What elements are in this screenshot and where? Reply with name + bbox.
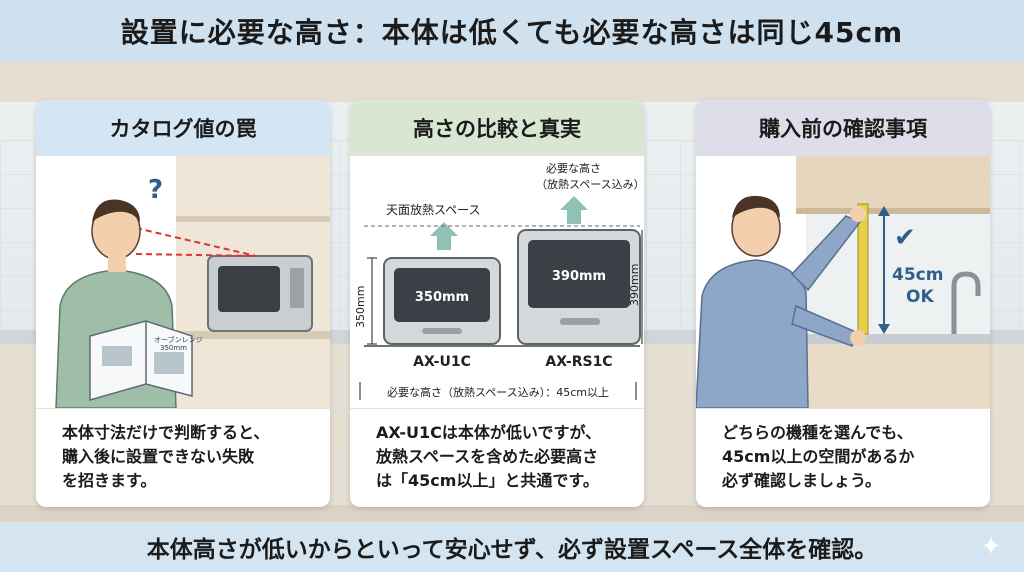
up-arrow-icon	[430, 222, 458, 250]
microwave-ax-rs1c: 390mm	[517, 229, 641, 345]
footer-message: 本体高さが低いからといって安心せず、必ず設置スペース全体を確認。	[146, 537, 878, 563]
up-arrow-icon	[560, 196, 588, 224]
panel-caption: AX-U1Cは本体が低いですが、 放熱スペースを含めた必要高さ は「45cm以上…	[350, 408, 644, 507]
person-illustration	[696, 195, 866, 408]
microwave-ax-u1c: 350mm	[383, 257, 501, 345]
panel-height-comparison: 高さの比較と真実 必要な高さ （放熱スペース込み） 天面放熱スペース 350mm	[350, 100, 644, 507]
model-label-left: AX-U1C	[413, 354, 471, 370]
footer-bar: 本体高さが低いからといって安心せず、必ず設置スペース全体を確認。	[0, 522, 1024, 572]
illustration-man-reading-catalog: ? オーブンレンジ 350mm	[36, 156, 330, 408]
title-bar: 設置に必要な高さ：本体は低くても必要な高さは同じ45cm	[0, 0, 1024, 62]
right-dimension-label: 390mm	[628, 264, 641, 306]
model-label-right: AX-RS1C	[545, 354, 612, 370]
left-dimension-label: 350mm	[354, 286, 367, 328]
svg-text:390mm: 390mm	[552, 269, 606, 284]
svg-text:OK: OK	[906, 287, 934, 307]
svg-text:（放熱スペース込み）: （放熱スペース込み）	[536, 177, 644, 191]
top-space-label: 天面放熱スペース	[386, 202, 481, 217]
svg-text:350mm: 350mm	[160, 344, 187, 352]
svg-text:350mm: 350mm	[415, 290, 469, 305]
catalog-icon: オーブンレンジ 350mm	[89, 320, 203, 401]
panel-catalog-trap: カタログ値の罠 ?	[36, 100, 330, 507]
microwave-icon	[207, 255, 313, 332]
required-height-note: 必要な高さ（放熱スペース込み）：45cm以上	[387, 385, 609, 399]
svg-text:オーブンレンジ: オーブンレンジ	[154, 335, 203, 344]
illustration-man-measuring: ✔ 45cm OK	[696, 156, 990, 408]
panel-heading: カタログ値の罠	[36, 100, 330, 156]
question-mark: ?	[148, 175, 163, 205]
height-comparison-diagram: 必要な高さ （放熱スペース込み） 天面放熱スペース 350mm	[350, 156, 644, 408]
panel-caption: 本体寸法だけで判断すると、 購入後に設置できない失敗 を招きます。	[36, 408, 330, 507]
panel-heading: 購入前の確認事項	[696, 100, 990, 156]
panel-heading: 高さの比較と真実	[350, 100, 644, 156]
check-icon: ✔	[894, 223, 916, 253]
measure-label: 45cm	[892, 265, 943, 285]
panel-pre-purchase-check: 購入前の確認事項 ✔ 45cm OK	[696, 100, 990, 507]
panel-caption: どちらの機種を選んでも、 45cm以上の空間があるか 必ず確認しましょう。	[696, 408, 990, 507]
required-height-label: 必要な高さ	[546, 161, 601, 175]
sparkle-icon: ✦	[980, 532, 1002, 562]
page-title: 設置に必要な高さ：本体は低くても必要な高さは同じ45cm	[120, 16, 904, 49]
